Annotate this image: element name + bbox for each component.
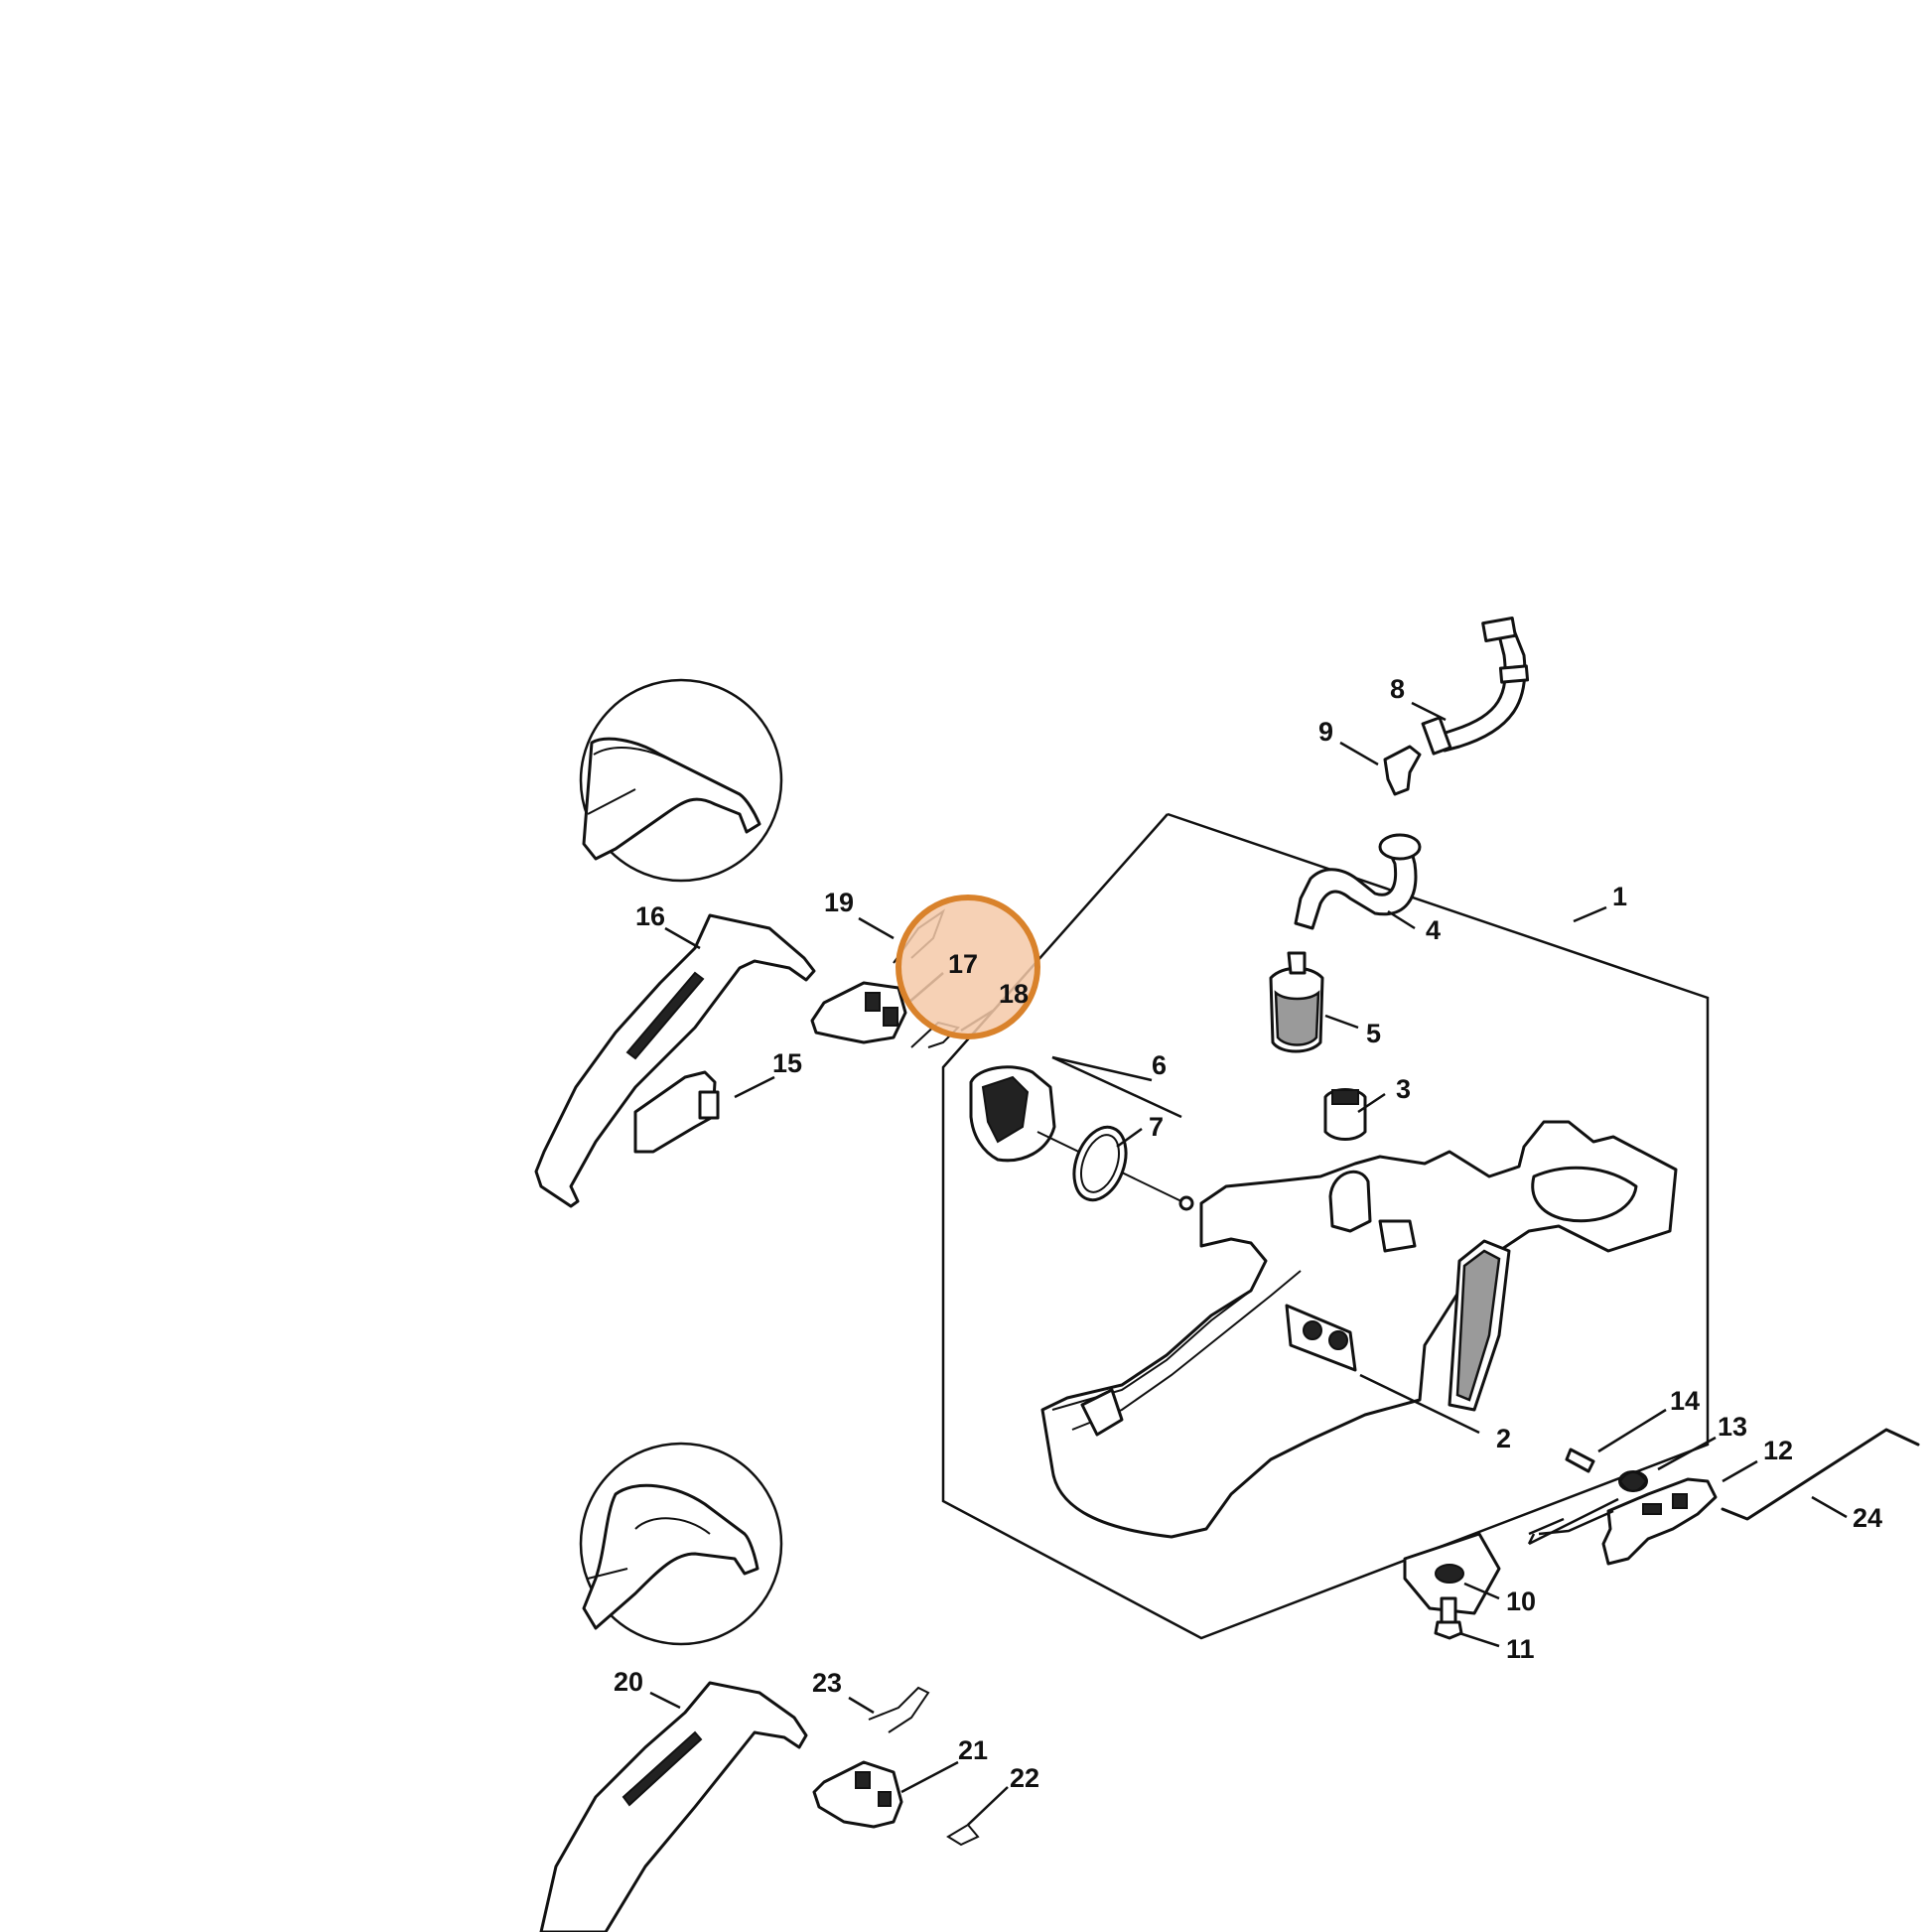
part-14-pin bbox=[1565, 1448, 1595, 1473]
callout-9[interactable]: 9 bbox=[1318, 717, 1333, 747]
highlight-circle bbox=[896, 895, 1040, 1039]
callout-23[interactable]: 23 bbox=[812, 1668, 842, 1698]
part-9-fitting bbox=[1383, 745, 1422, 796]
callout-16[interactable]: 16 bbox=[635, 901, 665, 931]
callout-24[interactable]: 24 bbox=[1853, 1503, 1882, 1533]
part-11-screw bbox=[1434, 1596, 1463, 1640]
part-23-spring bbox=[868, 1686, 930, 1733]
callout-2[interactable]: 2 bbox=[1496, 1424, 1511, 1453]
part-21-trigger bbox=[812, 1760, 903, 1829]
callout-18[interactable]: 18 bbox=[999, 979, 1029, 1009]
part-4-hose bbox=[1294, 833, 1422, 930]
callout-11[interactable]: 11 bbox=[1506, 1634, 1535, 1664]
part-3-valve bbox=[1323, 1088, 1367, 1141]
part-17-trigger bbox=[810, 981, 907, 1044]
callout-19[interactable]: 19 bbox=[824, 888, 854, 917]
callout-3[interactable]: 3 bbox=[1396, 1074, 1411, 1104]
callout-labels: 1 2 3 4 5 6 7 8 9 10 11 12 13 14 15 16 1… bbox=[614, 674, 1882, 1793]
part-20-handle bbox=[539, 1681, 808, 1932]
part-12-lever bbox=[1601, 1477, 1718, 1566]
part-24-rod bbox=[1721, 1428, 1920, 1521]
part-5-filter bbox=[1269, 951, 1324, 1053]
detail-view-handle-top bbox=[579, 678, 783, 883]
callout-21[interactable]: 21 bbox=[958, 1735, 988, 1765]
callout-7[interactable]: 7 bbox=[1149, 1112, 1164, 1142]
part-6-cap bbox=[969, 1065, 1194, 1211]
callout-15[interactable]: 15 bbox=[772, 1048, 802, 1078]
callout-14[interactable]: 14 bbox=[1670, 1386, 1700, 1416]
part-15-block bbox=[633, 1070, 720, 1154]
part-10-plate bbox=[1403, 1532, 1501, 1615]
part-8-hose bbox=[1421, 617, 1530, 756]
callout-13[interactable]: 13 bbox=[1718, 1412, 1747, 1442]
callout-10[interactable]: 10 bbox=[1506, 1587, 1536, 1616]
part-7-oring bbox=[1072, 1125, 1128, 1202]
assembly-frame-part-1 bbox=[941, 812, 1710, 1640]
callout-20[interactable]: 20 bbox=[614, 1667, 643, 1697]
part-13-spring bbox=[1618, 1470, 1648, 1492]
callout-17[interactable]: 17 bbox=[948, 949, 978, 979]
leader-lines bbox=[649, 701, 1848, 1826]
callout-4[interactable]: 4 bbox=[1426, 915, 1441, 945]
callout-8[interactable]: 8 bbox=[1390, 674, 1405, 704]
callout-6[interactable]: 6 bbox=[1152, 1050, 1167, 1080]
callout-12[interactable]: 12 bbox=[1763, 1436, 1793, 1465]
callout-1[interactable]: 1 bbox=[1612, 882, 1627, 911]
detail-view-handle-bottom bbox=[579, 1442, 783, 1646]
callout-5[interactable]: 5 bbox=[1366, 1019, 1381, 1048]
part-22-clip bbox=[946, 1823, 980, 1847]
callout-22[interactable]: 22 bbox=[1010, 1763, 1039, 1793]
part-1-housing bbox=[1040, 1120, 1678, 1539]
part-16-handle bbox=[534, 913, 816, 1208]
